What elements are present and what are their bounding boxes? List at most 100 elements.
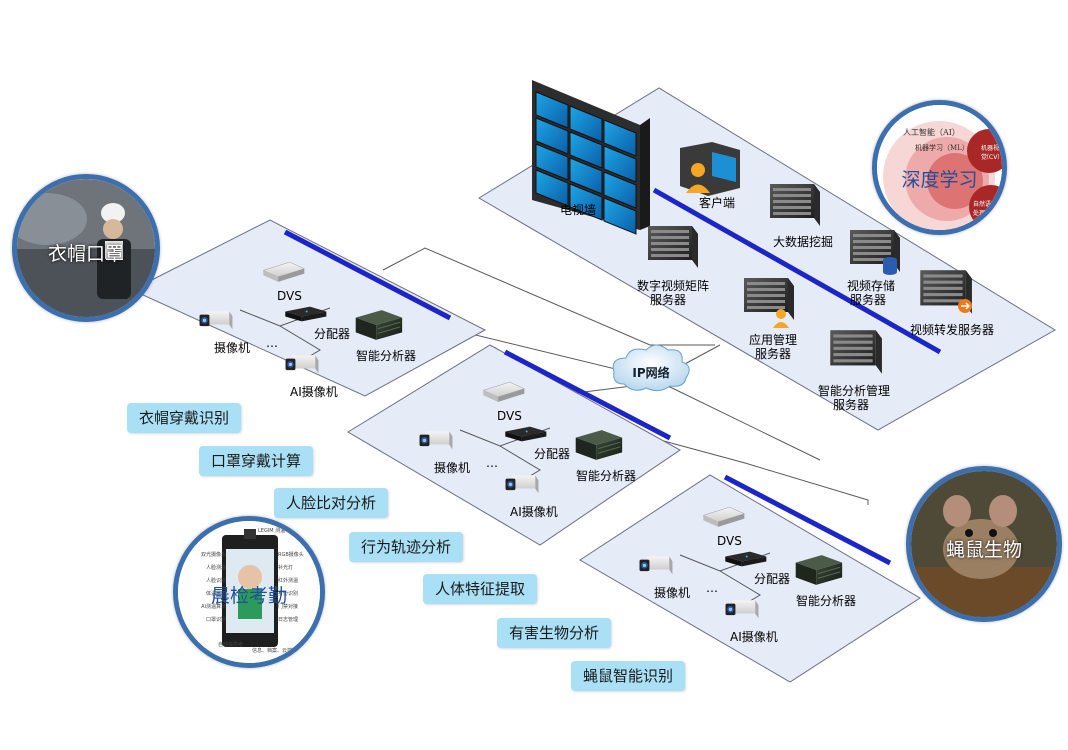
attendance-right-item: 日志管理 bbox=[278, 617, 299, 623]
site-bus-line bbox=[503, 349, 672, 441]
dl-cv-label-2: （CV） bbox=[983, 154, 1004, 161]
site-cluster-2: DVS 分配器 智能分析器 摄像机 … AI摄像机 bbox=[419, 349, 672, 519]
app-label-2: 服务器 bbox=[755, 346, 791, 361]
ip-network-label: IP网络 bbox=[632, 365, 669, 380]
link-site1-top bbox=[382, 247, 715, 346]
link-site1-ip bbox=[454, 329, 641, 376]
splitter-label: 分配器 bbox=[754, 572, 790, 586]
deep-learning-circle: 人工智能（AI） 机器学习（ML） 机器视觉 （CV） 自然语言处理 （NLP）… bbox=[872, 100, 1007, 235]
attendance-left-item: 人脸测温 bbox=[205, 565, 226, 571]
client-label: 客户端 bbox=[699, 195, 735, 210]
site-bus-line bbox=[283, 229, 452, 321]
ai-camera-label: AI摄像机 bbox=[730, 629, 778, 644]
top-bus-line bbox=[652, 187, 942, 355]
analyzer-label: 智能分析器 bbox=[576, 468, 636, 483]
feature-pill-6: 有害生物分析 bbox=[497, 618, 612, 648]
analyzer-label: 智能分析器 bbox=[796, 593, 856, 608]
chef-photo bbox=[17, 179, 155, 317]
attendance-label: 晨检考勤 bbox=[210, 585, 287, 607]
camera-label: 摄像机 bbox=[434, 460, 470, 475]
feature-pill-4: 行为轨迹分析 bbox=[349, 532, 464, 562]
video-wall-tile bbox=[603, 197, 637, 235]
ip-network-cloud-icon: IP网络 bbox=[612, 344, 690, 392]
video-wall-tile bbox=[535, 143, 569, 181]
attendance-right-item: RGB摄像头 bbox=[278, 552, 304, 558]
feature-pill-1: 衣帽穿戴识别 bbox=[127, 403, 242, 433]
dl-nlp-label-2: （NLP） bbox=[981, 210, 1005, 217]
attendance-left-item: 双光摄像头 bbox=[200, 552, 226, 558]
dvs-label: DVS bbox=[717, 534, 742, 548]
client-pc-icon bbox=[680, 142, 740, 196]
forward-label: 视频转发服务器 bbox=[910, 322, 994, 337]
site-cluster-3: DVS 分配器 智能分析器 摄像机 … AI摄像机 bbox=[639, 474, 892, 644]
storage-label-2: 服务器 bbox=[850, 292, 886, 307]
attendance-left-item: AI测温算法 bbox=[201, 604, 226, 610]
feature-pill-5: 人体特征提取 bbox=[423, 574, 538, 604]
feature-pill-2: 口罩穿戴计算 bbox=[199, 446, 314, 476]
top-server-platform: 电视墙 客户端 大数据挖掘 数字视频矩阵 服务器 视频存储 服务器 应用管理 服… bbox=[478, 80, 1056, 431]
attendance-right-item: 红外测温 bbox=[278, 578, 299, 584]
link-site2-site3 bbox=[659, 439, 869, 505]
attendance-left-item: 口罩识别 bbox=[205, 617, 226, 623]
splitter-label: 分配器 bbox=[534, 447, 570, 461]
ellipsis-label: … bbox=[486, 456, 498, 470]
video-wall-tile bbox=[569, 105, 603, 143]
chef-label: 衣帽口罩 bbox=[47, 243, 124, 265]
dl-ml-label: 机器学习（ML） bbox=[915, 144, 969, 152]
analysis-label-1: 智能分析管理 bbox=[818, 383, 890, 398]
video-wall-tile bbox=[603, 145, 637, 183]
link-ip-site3 bbox=[667, 385, 821, 461]
video-wall-icon bbox=[532, 80, 650, 235]
video-wall-tile bbox=[569, 183, 603, 221]
rat-photo bbox=[911, 471, 1057, 617]
splitter-label: 分配器 bbox=[314, 327, 350, 341]
site-platform-2 bbox=[347, 344, 681, 546]
dvs-label: DVS bbox=[497, 409, 522, 423]
ai-camera-label: AI摄像机 bbox=[290, 384, 338, 399]
matrix-label-2: 服务器 bbox=[650, 292, 686, 307]
video-wall-tile bbox=[603, 119, 637, 157]
app-label-1: 应用管理 bbox=[749, 332, 797, 347]
ai-camera-label: AI摄像机 bbox=[510, 504, 558, 519]
bigdata-label: 大数据挖掘 bbox=[773, 234, 833, 249]
ellipsis-label: … bbox=[266, 336, 278, 350]
forward-badge-icon bbox=[958, 299, 972, 313]
rat-photo-circle: 蝇鼠生物 bbox=[906, 466, 1062, 622]
feature-pill-3: 人脸比对分析 bbox=[274, 488, 389, 518]
storage-label-1: 视频存储 bbox=[847, 278, 895, 293]
ellipsis-label: … bbox=[706, 581, 718, 595]
site-platform-3 bbox=[579, 474, 921, 683]
analyzer-label: 智能分析器 bbox=[356, 348, 416, 363]
video-wall-tile bbox=[603, 171, 637, 209]
attendance-left-item: 人脸识别 bbox=[205, 578, 226, 584]
video-wall-tile bbox=[535, 117, 569, 155]
attendance-right-item: 门禁对接 bbox=[278, 604, 299, 610]
attendance-bottom-2: 信息、档案、云端管理 bbox=[252, 648, 303, 654]
camera-label: 摄像机 bbox=[654, 585, 690, 600]
dl-nlp-label-1: 自然语言处理 bbox=[973, 201, 998, 217]
rat-label: 蝇鼠生物 bbox=[945, 539, 1022, 561]
deep-learning-title: 深度学习 bbox=[901, 169, 978, 191]
user-icon bbox=[773, 309, 789, 328]
site-bus-line bbox=[723, 474, 892, 566]
matrix-label-1: 数字视频矩阵 bbox=[637, 278, 709, 293]
attendance-right-items: RGB摄像头补光灯红外测温身份识别门禁对接日志管理 bbox=[278, 549, 318, 627]
dl-cv-label-1: 机器视觉 bbox=[981, 145, 1000, 161]
analysis-label-2: 服务器 bbox=[833, 397, 869, 412]
camera-label: 摄像机 bbox=[214, 340, 250, 355]
attendance-right-item: 补光灯 bbox=[278, 565, 294, 571]
video-wall-tile bbox=[569, 157, 603, 195]
attendance-device bbox=[178, 521, 320, 663]
video-wall-tile bbox=[535, 91, 569, 129]
dvs-label: DVS bbox=[277, 289, 302, 303]
site-cluster-1: DVS 分配器 智能分析器 摄像机 … AI摄像机 bbox=[199, 229, 452, 399]
video-wall-label: 电视墙 bbox=[560, 202, 596, 217]
dl-ai-label: 人工智能（AI） bbox=[903, 128, 960, 137]
attendance-bottom-1: 自动会所考 bbox=[218, 642, 244, 648]
attendance-right-item: 身份识别 bbox=[278, 591, 299, 597]
feature-pill-7: 蝇鼠智能识别 bbox=[571, 661, 686, 691]
video-wall-tile bbox=[535, 169, 569, 207]
